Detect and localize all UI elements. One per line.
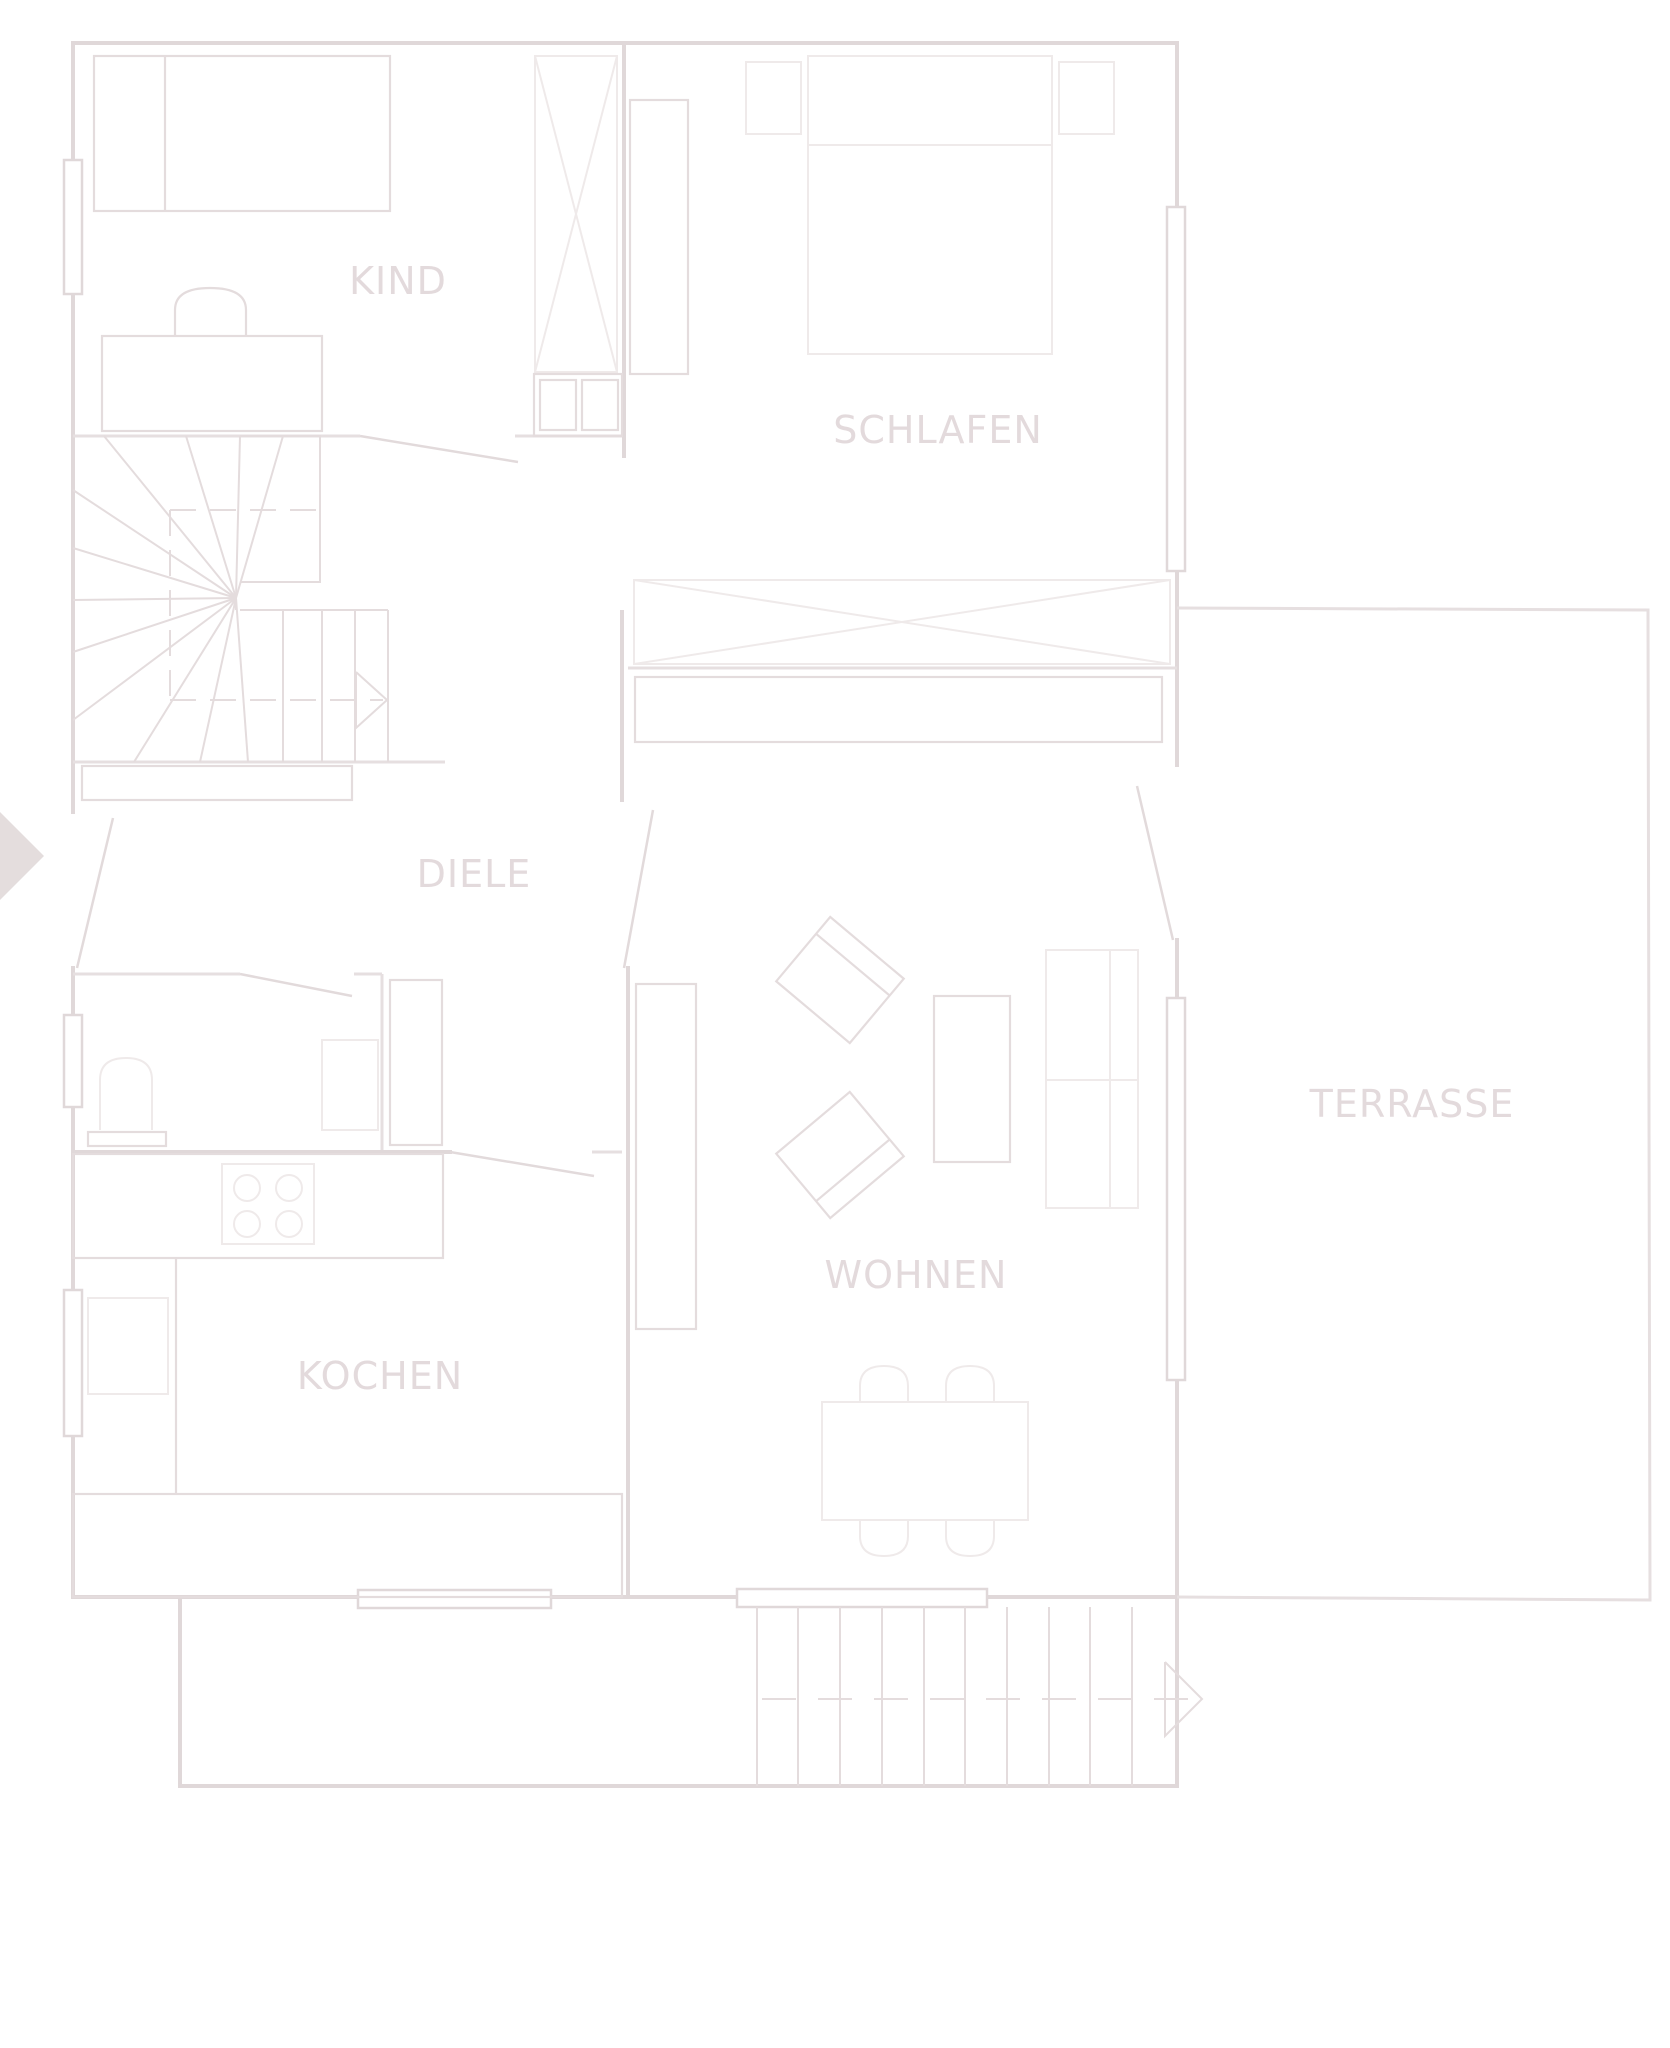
lower-staircase [756, 1607, 1204, 1786]
stair-arrow-icon [355, 671, 389, 731]
room-label-diele: DIELE [417, 852, 532, 896]
room-label-terrasse: TERRASSE [1309, 1082, 1515, 1126]
room-label-kochen: KOCHEN [297, 1354, 463, 1398]
terrace [1176, 606, 1652, 1602]
room-labels: KIND SCHLAFEN DIELE WOHNEN KOCHEN TERRAS… [297, 259, 1515, 1398]
kitchen-furniture [71, 1152, 624, 1599]
room-label-schlafen: SCHLAFEN [833, 408, 1043, 452]
room-label-wohnen: WOHNEN [825, 1253, 1008, 1297]
room-label-kind: KIND [349, 259, 447, 303]
interior-walls [71, 41, 1177, 1599]
entry-arrow-icon [0, 812, 44, 900]
bath-furniture [86, 978, 444, 1148]
doors [75, 434, 1175, 1178]
kind-furniture [80, 54, 624, 802]
schlafen-furniture [628, 55, 1171, 744]
wohnen-furniture [634, 915, 1139, 1558]
windows [62, 158, 1187, 1610]
upper-staircase [72, 435, 389, 763]
stair-arrow-icon [1164, 1661, 1204, 1739]
